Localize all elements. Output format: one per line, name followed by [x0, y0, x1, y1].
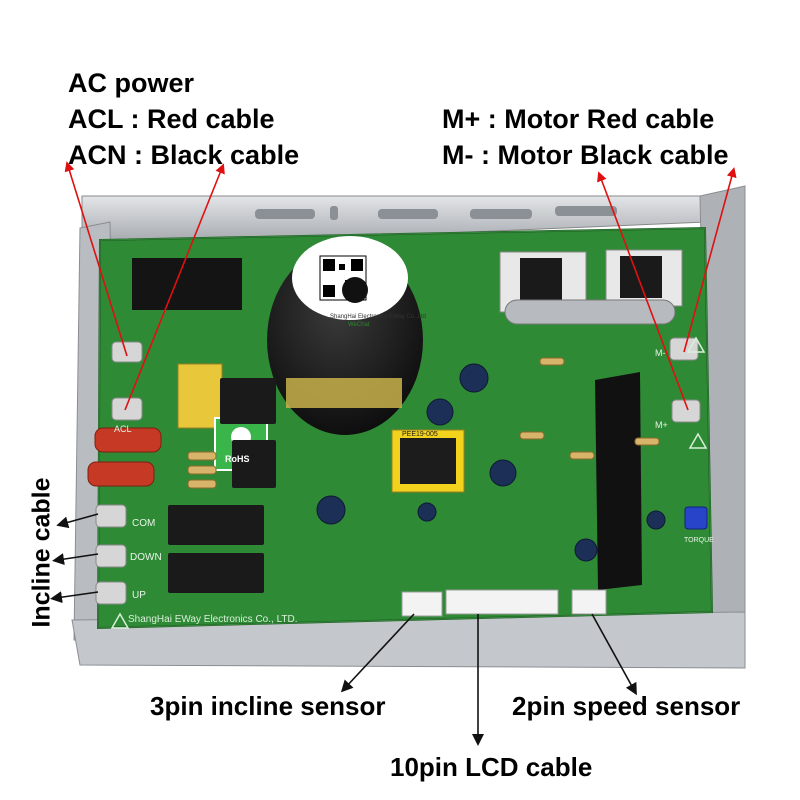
silkscreen-marks [110, 336, 708, 629]
resistors [187, 357, 660, 489]
ac-terminals [95, 341, 143, 605]
igbt-heatsink [595, 372, 642, 590]
acn-black-cable-label: ACN : Black cable [68, 140, 300, 170]
torque-trimmer [684, 506, 708, 530]
inductor-code: PEE19-005 [402, 431, 438, 438]
acl-red-cable-label: ACL : Red cable [68, 104, 275, 134]
lcd-cable-label: 10pin LCD cable [390, 752, 593, 782]
ac-power-title: AC power [68, 68, 195, 98]
terminal-down-label: DOWN [130, 552, 162, 563]
incline-sensor-label: 3pin incline sensor [150, 691, 386, 721]
terminal-com-label: COM [132, 518, 155, 529]
terminal-up-label: UP [132, 590, 146, 601]
motor-plus-red-cable-label: M+ : Motor Red cable [442, 104, 715, 134]
safety-capacitors [87, 427, 162, 487]
speed-sensor-label: 2pin speed sensor [512, 691, 741, 721]
terminal-m-plus-label: M+ [655, 420, 668, 430]
relays [168, 378, 276, 593]
terminal-m-minus-label: M- [655, 348, 666, 358]
incline-cable-label: Incline cable [27, 477, 56, 628]
small-capacitors [316, 363, 666, 562]
qr-caption: ShangHai Electronics EWay Co.,Ltd [330, 314, 426, 320]
motor-minus-black-cable-label: M- : Motor Black cable [442, 140, 729, 170]
terminal-acl-label: ACL [114, 424, 132, 434]
torque-label: TORQUE [684, 537, 714, 544]
wechat-label: WeChat [348, 322, 370, 328]
silkscreen-brand: ShangHai EWay Electronics Co., LTD. [128, 614, 298, 625]
black-arrows [50, 513, 637, 746]
rohs-badge-text: RoHS [225, 454, 250, 464]
power-mosfets [499, 249, 683, 325]
red-arrows [64, 161, 737, 411]
bottom-connectors [401, 589, 607, 617]
bridge-rectifier [132, 258, 242, 310]
main-capacitor [267, 236, 423, 435]
